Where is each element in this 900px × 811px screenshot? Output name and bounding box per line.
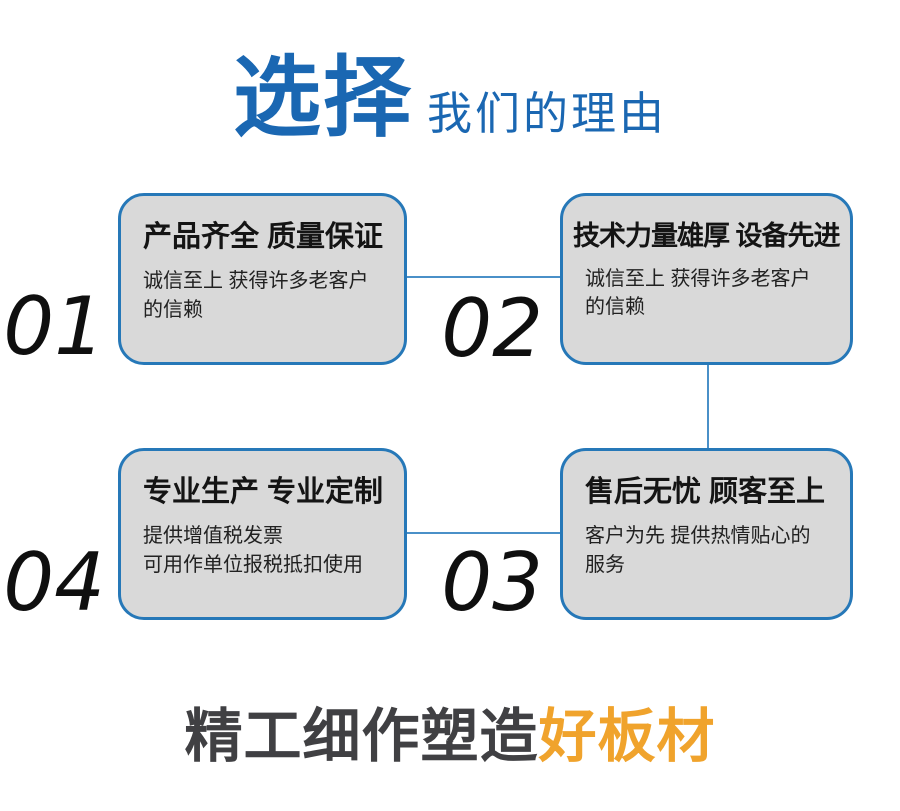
feature-card-description: 诚信至上 获得许多老客户 的信赖 xyxy=(143,270,369,321)
feature-card-04: 专业生产 专业定制 提供增值税发票 可用作单位报税抵扣使用 xyxy=(118,448,407,620)
page-title-sub: 我们的理由 xyxy=(427,87,668,139)
bottom-tagline: 精工细作塑造好板材 xyxy=(0,701,900,774)
feature-card-01: 产品齐全 质量保证 诚信至上 获得许多老客户 的信赖 xyxy=(118,193,407,365)
page-title-main: 选择 xyxy=(232,48,413,147)
connector-line-top xyxy=(407,276,560,278)
feature-card-description: 提供增值税发票 可用作单位报税抵扣使用 xyxy=(143,525,363,576)
tagline-accent-text: 好板材 xyxy=(538,704,716,769)
index-number-03: 03 xyxy=(441,536,543,629)
feature-card-title: 专业生产 专业定制 xyxy=(143,476,384,508)
connector-line-bottom xyxy=(407,532,560,534)
feature-card-description: 诚信至上 获得许多老客户 的信赖 xyxy=(585,268,811,319)
index-number-01: 01 xyxy=(3,280,105,373)
feature-card-02: 技术力量雄厚 设备先进 诚信至上 获得许多老客户 的信赖 xyxy=(560,193,853,365)
feature-card-03: 售后无忧 顾客至上 客户为先 提供热情贴心的 服务 xyxy=(560,448,853,620)
feature-card-description: 客户为先 提供热情贴心的 服务 xyxy=(585,525,811,576)
feature-card-title: 售后无忧 顾客至上 xyxy=(585,476,826,508)
feature-card-title: 技术力量雄厚 设备先进 xyxy=(573,221,841,251)
feature-card-title: 产品齐全 质量保证 xyxy=(143,221,384,253)
connector-line-right xyxy=(707,365,709,448)
page-header: 选择 我们的理由 xyxy=(0,48,900,147)
index-number-04: 04 xyxy=(3,536,105,629)
tagline-dark-text: 精工细作塑造 xyxy=(184,704,539,769)
index-number-02: 02 xyxy=(441,282,543,375)
